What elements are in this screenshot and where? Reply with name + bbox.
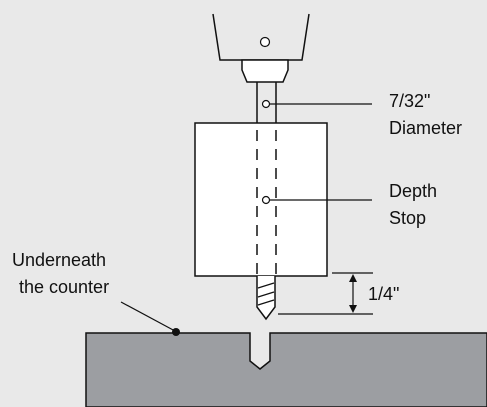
depth-stop-dot: [261, 195, 271, 205]
underneath-label-line2: the counter: [19, 277, 109, 297]
dimension-arrow-down-icon: [349, 305, 357, 313]
drill-flutes: [257, 282, 275, 306]
drill-chuck: [212, 13, 310, 61]
diameter-marker-dot: [261, 99, 271, 109]
drill-hidden-lines: [256, 130, 277, 274]
diameter-label-line2: Diameter: [389, 118, 462, 138]
diameter-label-line1: 7/32": [389, 91, 430, 111]
underneath-label-line1: Underneath: [12, 250, 106, 270]
drill-shaft: [256, 82, 277, 123]
counter-block: [85, 332, 487, 407]
underneath-marker-dot: [172, 328, 180, 336]
dimension-arrow-up-icon: [349, 274, 357, 282]
chuck-collar: [241, 59, 289, 83]
depth-stop-label-line2: Stop: [389, 208, 426, 228]
gap-dimension-label: 1/4": [368, 284, 399, 304]
drill-tip: [256, 276, 276, 321]
chuck-hole-icon: [259, 36, 271, 48]
depth-stop-label-line1: Depth: [389, 181, 437, 201]
underneath-leader-line: [120, 301, 176, 332]
